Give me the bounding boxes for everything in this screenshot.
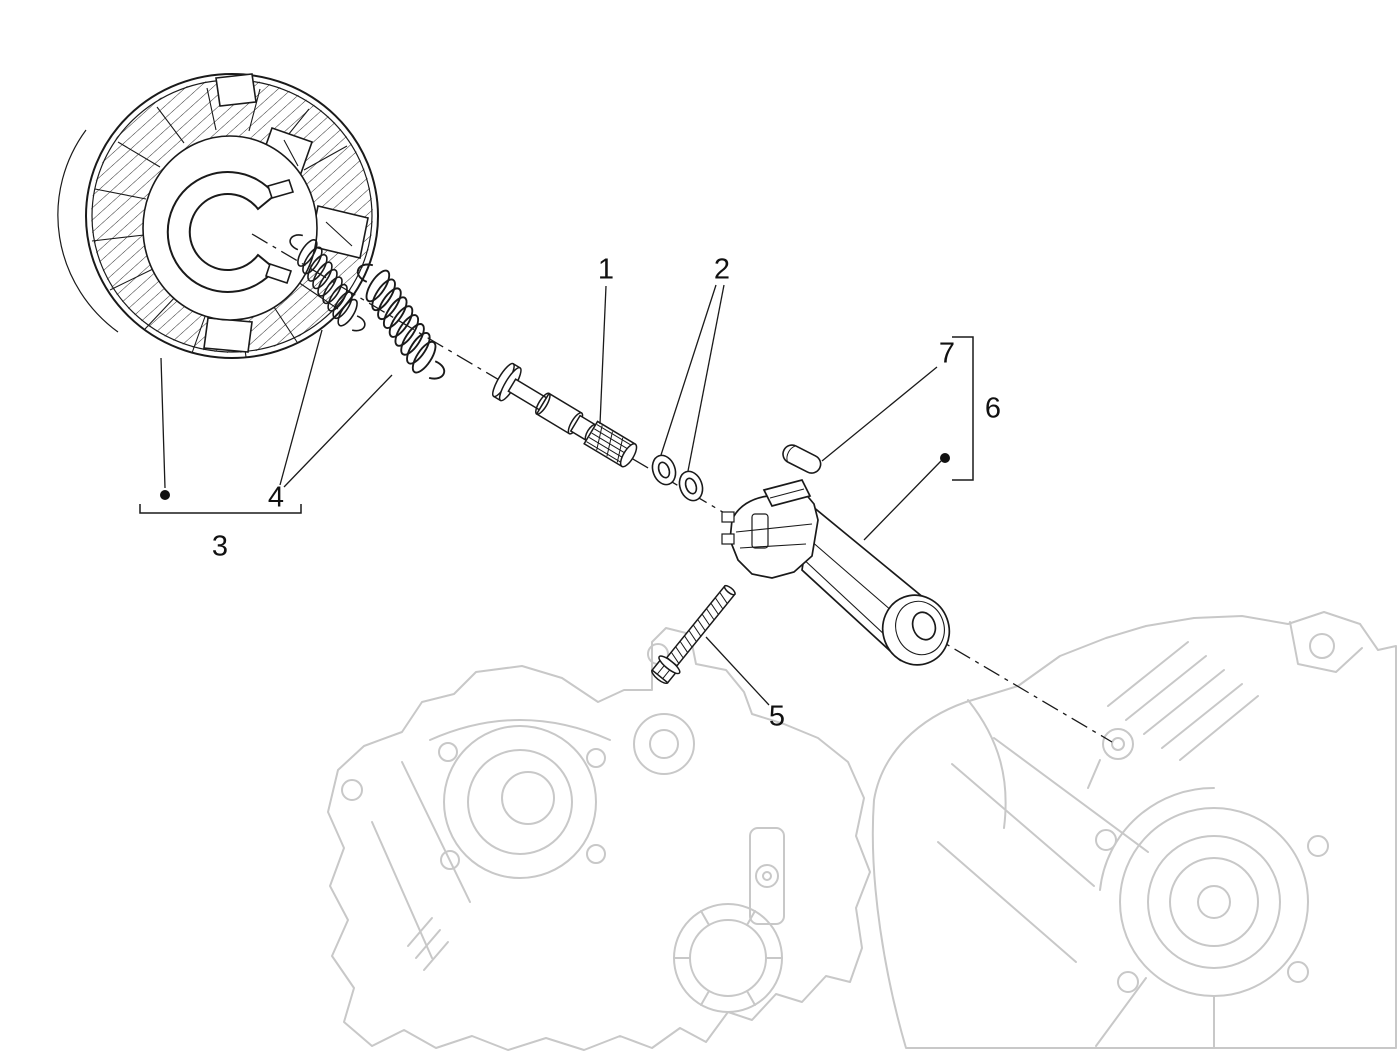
leader-1	[599, 285, 607, 425]
leader-2b	[687, 284, 725, 472]
callout-5-label: 5	[768, 700, 786, 733]
o-ring-1	[651, 454, 677, 486]
leader-6	[863, 460, 942, 541]
brake-lever	[721, 479, 951, 666]
bullet-dot-6	[940, 453, 950, 463]
left-crankcase-outline	[327, 627, 871, 1051]
lever-pin	[782, 444, 822, 474]
leader-2a	[660, 284, 717, 456]
right-crankcase-outline	[871, 611, 1397, 1049]
leader-4b	[283, 374, 393, 488]
bracket-3	[139, 504, 302, 514]
leader-3	[160, 357, 166, 489]
brake-shoe-assembly	[57, 73, 379, 359]
callout-3-label: 3	[211, 530, 229, 563]
engine-case-ghost	[327, 611, 1397, 1051]
center-axis-line	[251, 233, 1113, 743]
leader-4a	[279, 329, 323, 486]
shoe-horseshoe	[166, 171, 277, 293]
callout-7-label: 7	[938, 337, 956, 370]
leader-7	[821, 366, 938, 462]
callout-4-label: 4	[267, 481, 285, 514]
bullet-dot-3	[160, 490, 170, 500]
callout-1-label: 1	[597, 253, 615, 286]
o-rings	[651, 454, 704, 502]
brake-camshaft	[491, 362, 638, 468]
callout-6-label: 6	[984, 392, 1002, 425]
o-ring-2	[678, 470, 704, 502]
callout-leaders	[139, 284, 974, 706]
callout-2-label: 2	[713, 253, 731, 286]
bracket-6	[952, 336, 974, 481]
leader-5	[705, 636, 770, 706]
flange-bolt	[651, 584, 736, 685]
